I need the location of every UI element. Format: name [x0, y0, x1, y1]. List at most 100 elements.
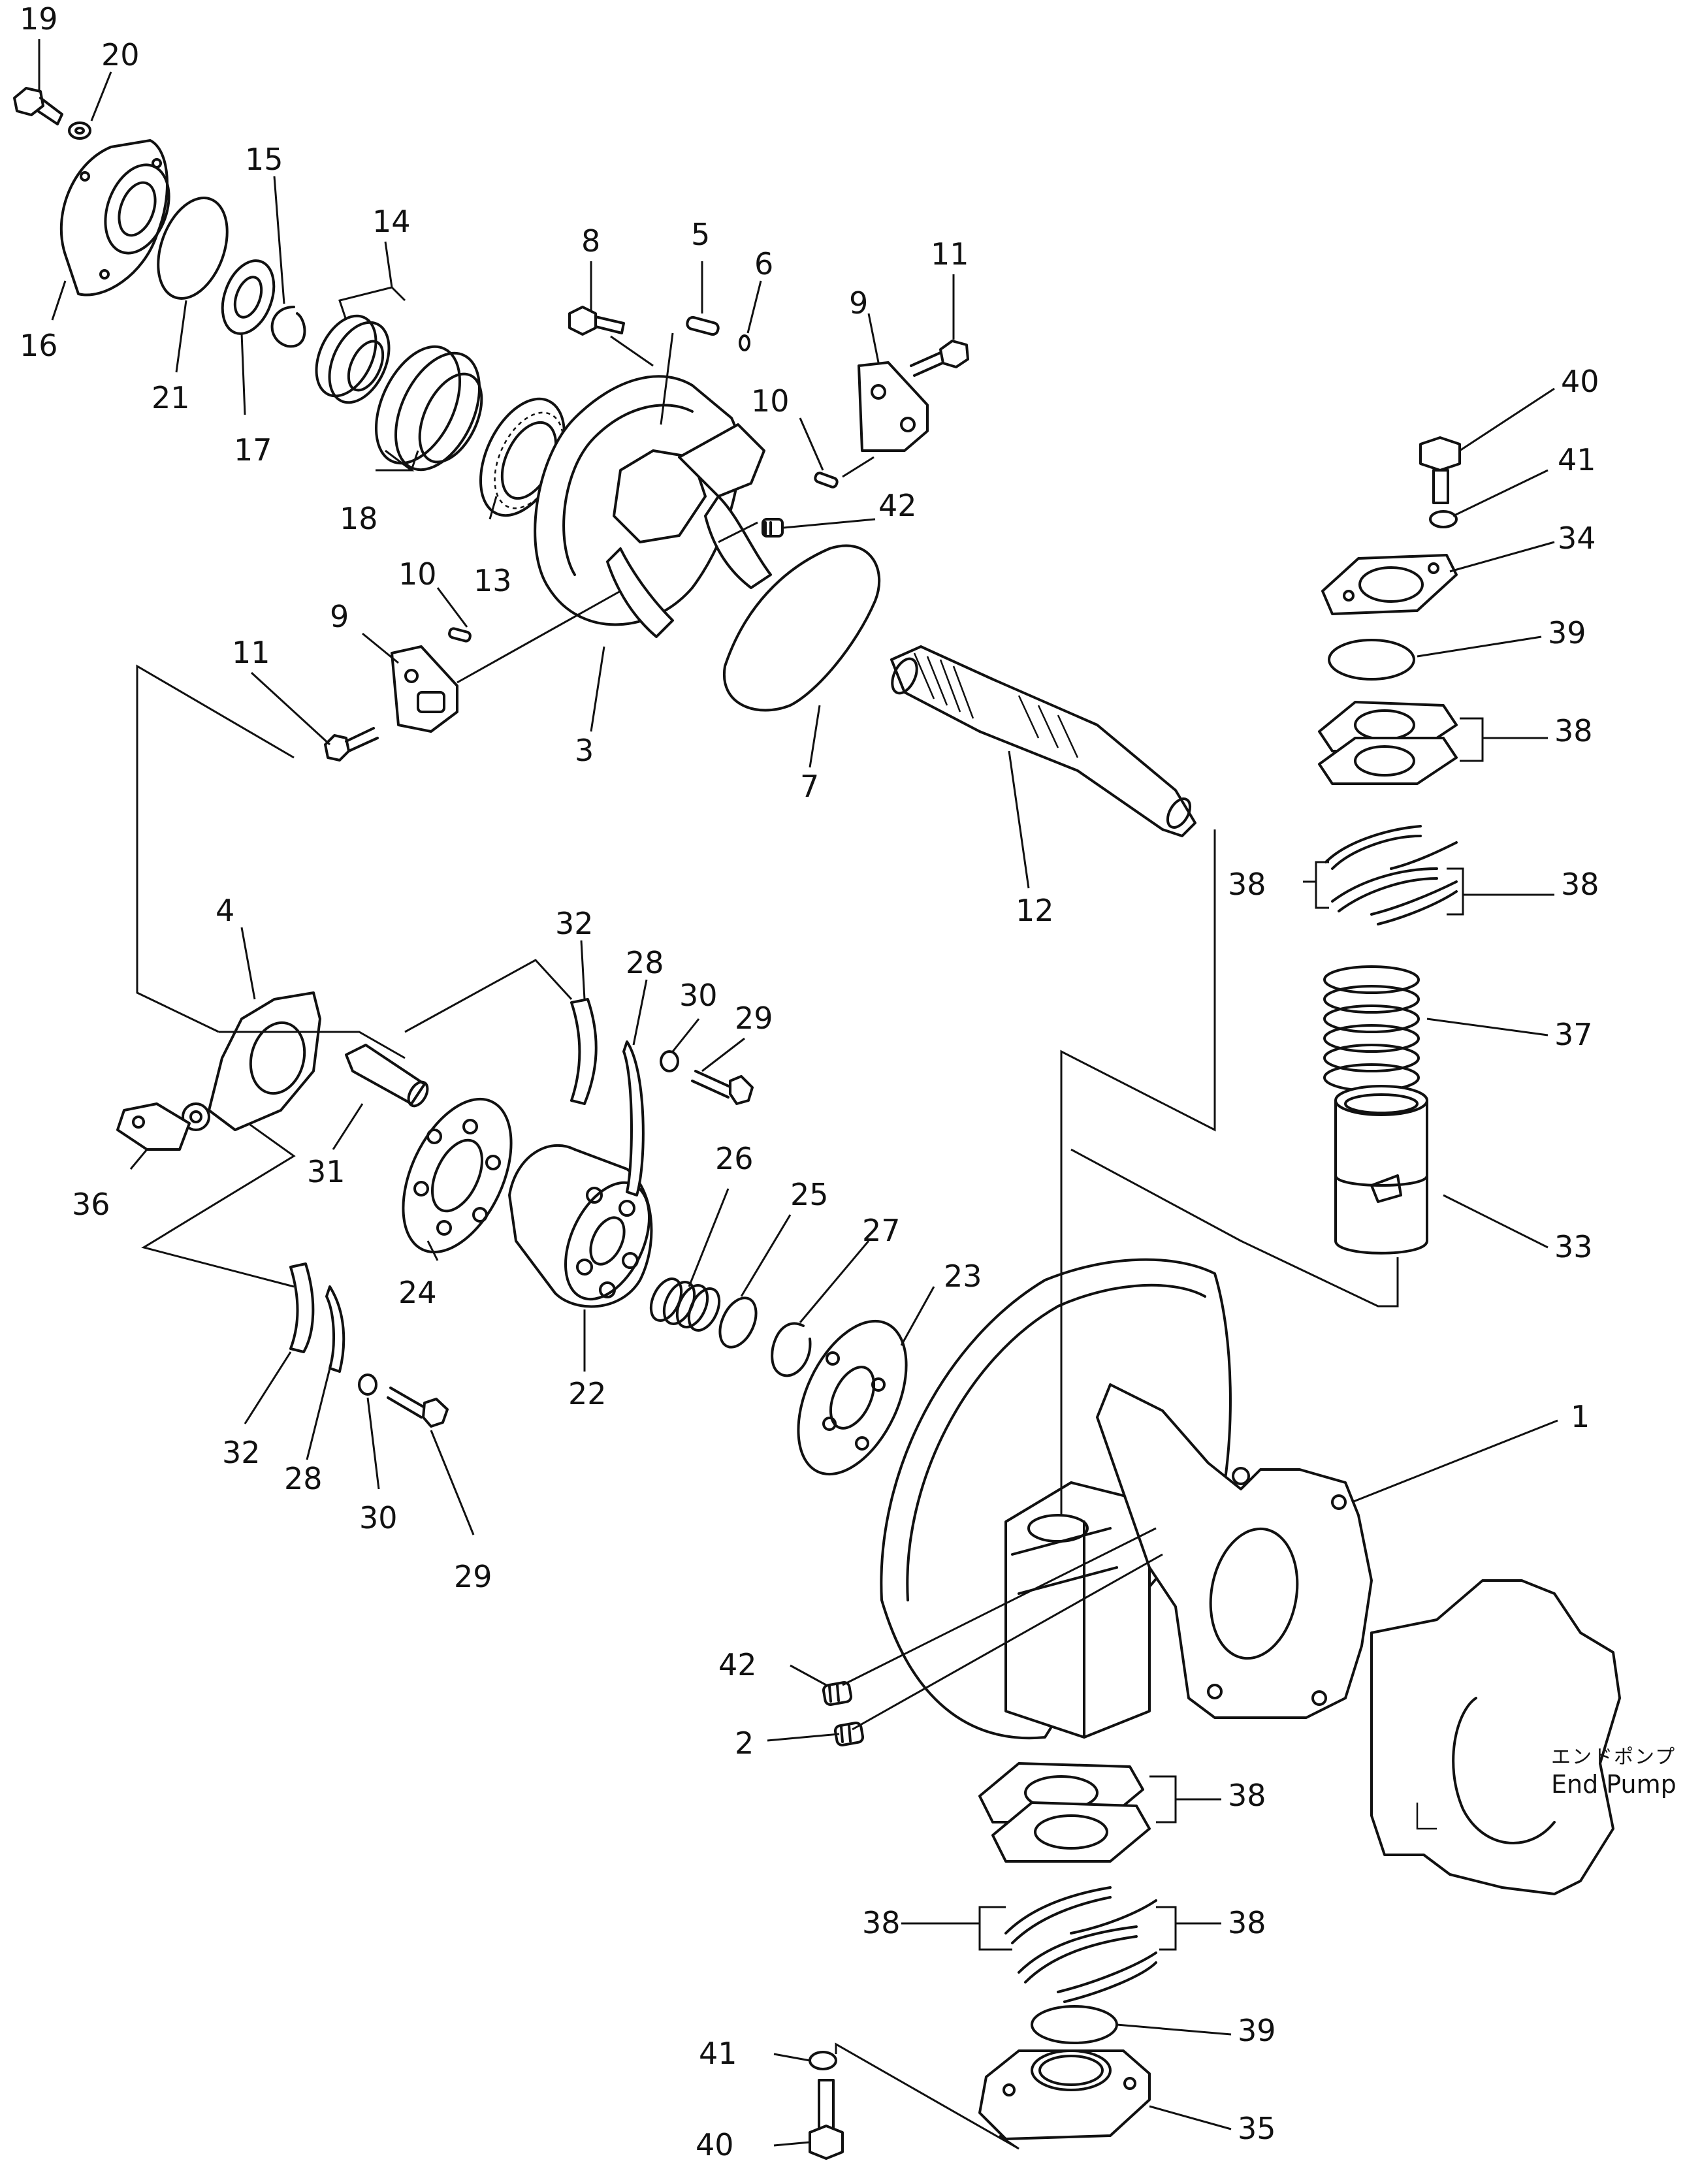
callout-42-lower: 42: [718, 1647, 757, 1682]
callout-36: 36: [72, 1187, 110, 1222]
part-11-bolt-lower: [324, 727, 379, 762]
part-29-bolt: [691, 1070, 754, 1105]
part-38-gasket-top: [1318, 701, 1458, 785]
callout-33: 33: [1554, 1229, 1593, 1264]
part-28-guide: [622, 1040, 645, 1196]
part-22-cylinder-block: [508, 1144, 653, 1308]
callout-26: 26: [715, 1141, 754, 1176]
leader-lines: [38, 39, 1558, 2147]
callout-1: 1: [1571, 1399, 1590, 1434]
part-30-washer: [660, 1050, 679, 1072]
part-27-snap-ring: [771, 1322, 812, 1377]
callout-38-left: 38: [1228, 867, 1266, 902]
callout-20: 20: [101, 37, 140, 72]
callout-30: 30: [679, 978, 718, 1013]
part-25-ring: [718, 1296, 758, 1349]
callout-21: 21: [152, 380, 190, 415]
part-4-end-plate: [182, 991, 321, 1131]
callout-31: 31: [307, 1154, 345, 1189]
callout-23: 23: [944, 1259, 982, 1294]
callout-18: 18: [340, 501, 378, 536]
callout-30-lower: 30: [359, 1500, 398, 1535]
callout-42: 42: [878, 488, 917, 523]
end-pump-label-en: End Pump: [1551, 1770, 1677, 1799]
callout-9: 9: [849, 285, 868, 321]
callout-38-top: 38: [1554, 713, 1593, 748]
assembly-lines: [136, 332, 1399, 2150]
part-31-pin: [345, 1044, 429, 1108]
part-20-washer: [68, 121, 91, 140]
callout-11: 11: [931, 236, 969, 272]
callout-38-lower-left: 38: [862, 1905, 901, 1940]
callout-11-lower: 11: [232, 635, 270, 670]
callout-32: 32: [555, 906, 594, 941]
callout-10: 10: [751, 383, 790, 419]
part-23-plate: [797, 1319, 908, 1476]
part-41-washer-lower: [809, 2051, 837, 2070]
callout-28-lower: 28: [284, 1461, 323, 1496]
part-39-o-ring-lower: [1031, 2005, 1118, 2044]
part-21-o-ring: [157, 197, 229, 300]
callout-6: 6: [754, 246, 773, 281]
part-24-valve-plate: [402, 1097, 513, 1254]
callout-38-lower-right: 38: [1228, 1778, 1266, 1813]
part-38-strips-lower: [1004, 1886, 1157, 2003]
callout-38-right: 38: [1561, 867, 1599, 902]
part-42-plug: [762, 518, 784, 538]
part-1-main-case: [880, 1258, 1373, 1740]
callout-10-lower: 10: [398, 556, 437, 592]
callout-17: 17: [234, 432, 272, 468]
callout-38-lower-right-2: 38: [1228, 1905, 1266, 1940]
part-35-cover: [978, 2049, 1151, 2140]
part-38-strips-top: [1324, 825, 1458, 925]
part-10-pin: [814, 472, 839, 489]
callout-40-top: 40: [1561, 364, 1599, 399]
callout-8: 8: [581, 223, 600, 259]
part-33-sleeve: [1334, 1085, 1428, 1255]
callout-24: 24: [398, 1275, 437, 1310]
callout-28: 28: [626, 945, 664, 980]
callout-2: 2: [735, 1726, 754, 1761]
part-38-gasket-lower: [978, 1762, 1151, 1863]
part-17-bearing: [221, 259, 276, 335]
part-36-plate: [116, 1102, 191, 1151]
callout-29-lower: 29: [454, 1559, 492, 1594]
part-5-pin: [686, 315, 720, 336]
part-6-ring: [739, 334, 750, 351]
part-28-guide-lower: [325, 1285, 345, 1373]
callout-14: 14: [372, 204, 411, 239]
part-32-shoe-lower: [289, 1262, 315, 1353]
part-10-pin-lower: [448, 627, 472, 643]
callout-37: 37: [1554, 1017, 1593, 1052]
part-41-washer: [1429, 510, 1458, 528]
part-32-shoe: [570, 998, 598, 1105]
callout-39-top: 39: [1548, 615, 1586, 650]
end-pump-label-jp: エンドポンプ: [1551, 1746, 1676, 1769]
callout-4: 4: [216, 893, 234, 928]
callout-39-lower: 39: [1238, 2013, 1276, 2048]
part-26-spring: [649, 1277, 721, 1332]
callout-22: 22: [568, 1376, 607, 1411]
part-14-rings: [315, 314, 391, 404]
part-37-spring: [1323, 965, 1420, 1092]
end-pump-outline: [1370, 1579, 1621, 1895]
part-39-o-ring: [1328, 639, 1415, 681]
part-9-plate: [858, 361, 929, 452]
callout-41-lower: 41: [699, 2036, 737, 2071]
part-29-bolt-lower: [387, 1387, 449, 1428]
part-40-bolt-lower: [809, 2079, 844, 2160]
callout-labels: 19 20 15 14 16 21 17 18 13 8 5 6 9 11 10…: [20, 1, 1677, 2162]
part-12-shaft: [890, 645, 1196, 837]
callout-25: 25: [790, 1177, 829, 1212]
part-40-bolt: [1419, 436, 1461, 504]
callout-32-lower: 32: [222, 1435, 261, 1470]
callout-9-lower: 9: [330, 599, 349, 634]
part-19-bolt: [13, 87, 63, 125]
part-18-seal-set: [374, 345, 483, 472]
part-3-case: [534, 375, 772, 638]
callout-40-lower: 40: [696, 2127, 734, 2162]
callout-41-top: 41: [1558, 442, 1596, 477]
callout-13: 13: [473, 563, 512, 598]
part-8-bolt: [568, 306, 625, 336]
